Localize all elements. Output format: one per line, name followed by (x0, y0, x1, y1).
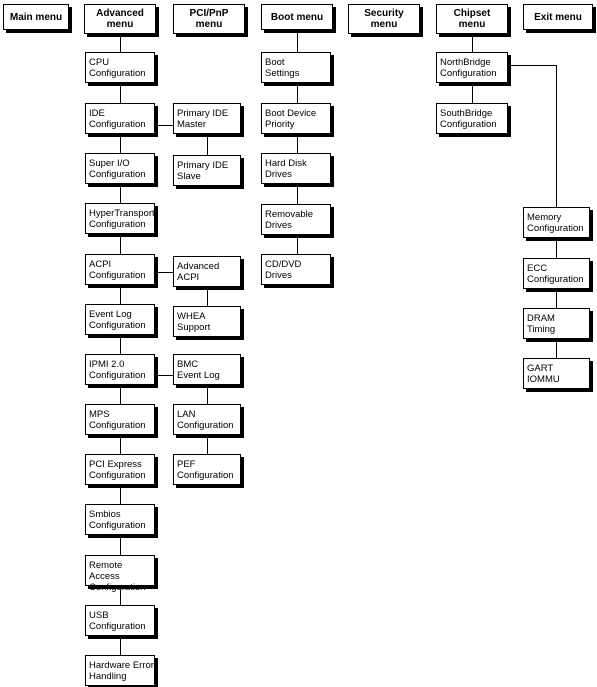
box-label: PCI Express Configuration (89, 459, 146, 481)
connector-northbridge-down (556, 65, 557, 207)
box-label: HyperTransport Configuration (89, 208, 155, 230)
box-bmc-event-log[interactable]: BMC Event Log (173, 354, 241, 385)
box-label: MPS Configuration (89, 409, 146, 431)
box-ecc-configuration[interactable]: ECC Configuration (523, 258, 590, 289)
box-lan-configuration[interactable]: LAN Configuration (173, 404, 241, 435)
box-remote-access-configuration[interactable]: Remote Access Configuration (85, 555, 155, 593)
box-label: ECC Configuration (527, 263, 584, 285)
box-smbios-configuration[interactable]: Smbios Configuration (85, 504, 155, 535)
connector-northbridge-to-sub (507, 65, 557, 66)
box-label: WHEA Support (177, 311, 211, 333)
connector-acpi-sub (207, 286, 208, 306)
box-label: Primary IDE Master (177, 108, 229, 130)
box-label: LAN Configuration (177, 409, 234, 431)
box-label: NorthBridge Configuration (440, 57, 497, 79)
box-advanced-acpi[interactable]: Advanced ACPI (173, 256, 241, 287)
box-label: IPMI 2.0 Configuration (89, 359, 146, 381)
box-label: Hard Disk Drives (265, 158, 307, 180)
box-label: Event Log Configuration (89, 309, 146, 331)
box-mps-configuration[interactable]: MPS Configuration (85, 404, 155, 435)
box-hypertransport-configuration[interactable]: HyperTransport Configuration (85, 203, 155, 234)
header-label: Security menu (364, 8, 404, 30)
header-label: PCI/PnP menu (189, 8, 229, 30)
header-label: Exit menu (534, 11, 582, 23)
header-boot-menu[interactable]: Boot menu (261, 4, 333, 30)
box-label: Smbios Configuration (89, 509, 146, 531)
box-hardware-error-handling[interactable]: Hardware Error Handling (85, 655, 155, 686)
header-pci-pnp-menu[interactable]: PCI/PnP menu (173, 4, 245, 34)
header-chipset-menu[interactable]: Chipset menu (436, 4, 508, 34)
box-label: USB Configuration (89, 610, 146, 632)
connector-boot-column (297, 30, 298, 255)
box-boot-device-priority[interactable]: Boot Device Priority (261, 103, 331, 134)
box-label: BMC Event Log (177, 359, 220, 381)
box-label: Removable Drives (265, 209, 314, 231)
box-removable-drives[interactable]: Removable Drives (261, 204, 331, 235)
connector-acpi-to-sub (155, 272, 173, 273)
header-security-menu[interactable]: Security menu (348, 4, 420, 34)
box-boot-settings[interactable]: Boot Settings (261, 52, 331, 83)
box-ipmi-configuration[interactable]: IPMI 2.0 Configuration (85, 354, 155, 385)
box-hard-disk-drives[interactable]: Hard Disk Drives (261, 153, 331, 184)
header-main-menu[interactable]: Main menu (3, 4, 69, 30)
box-label: Super I/O Configuration (89, 158, 146, 180)
box-label: Hardware Error Handling (89, 660, 154, 682)
header-advanced-menu[interactable]: Advanced menu (84, 4, 156, 34)
box-label: ACPI Configuration (89, 259, 146, 281)
box-primary-ide-master[interactable]: Primary IDE Master (173, 103, 241, 134)
connector-ide-sub (207, 133, 208, 155)
box-label: Boot Settings (265, 57, 300, 79)
connector-ide-to-sub (155, 125, 173, 126)
box-label: IDE Configuration (89, 108, 146, 130)
box-label: DRAM Timing (527, 313, 556, 335)
box-label: Memory Configuration (527, 212, 584, 234)
box-whea-support[interactable]: WHEA Support (173, 306, 241, 337)
box-super-io-configuration[interactable]: Super I/O Configuration (85, 153, 155, 184)
header-label: Boot menu (270, 11, 324, 23)
connector-northbridge-sub (556, 240, 557, 358)
box-usb-configuration[interactable]: USB Configuration (85, 605, 155, 636)
box-cpu-configuration[interactable]: CPU Configuration (85, 52, 155, 83)
box-southbridge-configuration[interactable]: SouthBridge Configuration (436, 103, 508, 134)
header-label: Chipset menu (453, 8, 491, 30)
box-event-log-configuration[interactable]: Event Log Configuration (85, 304, 155, 335)
box-label: PEF Configuration (177, 459, 234, 481)
box-dram-timing[interactable]: DRAM Timing (523, 308, 590, 339)
box-memory-configuration[interactable]: Memory Configuration (523, 207, 590, 238)
box-cd-dvd-drives[interactable]: CD/DVD Drives (261, 254, 331, 285)
header-exit-menu[interactable]: Exit menu (523, 4, 593, 30)
box-label: CPU Configuration (89, 57, 146, 79)
box-acpi-configuration[interactable]: ACPI Configuration (85, 254, 155, 285)
box-label: GART IOMMU (527, 363, 560, 385)
box-label: Remote Access Configuration (89, 560, 146, 593)
box-label: SouthBridge Configuration (440, 108, 497, 130)
box-label: CD/DVD Drives (265, 259, 302, 281)
box-northbridge-configuration[interactable]: NorthBridge Configuration (436, 52, 508, 83)
box-pci-express-configuration[interactable]: PCI Express Configuration (85, 454, 155, 485)
header-label: Main menu (9, 11, 63, 23)
box-label: Primary IDE Slave (177, 160, 229, 182)
connector-ipmi-to-sub (155, 375, 173, 376)
box-primary-ide-slave[interactable]: Primary IDE Slave (173, 155, 241, 186)
box-label: Boot Device Priority (265, 108, 317, 130)
box-gart-iommu[interactable]: GART IOMMU (523, 358, 590, 389)
box-ide-configuration[interactable]: IDE Configuration (85, 103, 155, 134)
box-pef-configuration[interactable]: PEF Configuration (173, 454, 241, 485)
header-label: Advanced menu (96, 8, 144, 30)
box-label: Advanced ACPI (177, 261, 220, 283)
connector-advanced-column (120, 34, 121, 655)
